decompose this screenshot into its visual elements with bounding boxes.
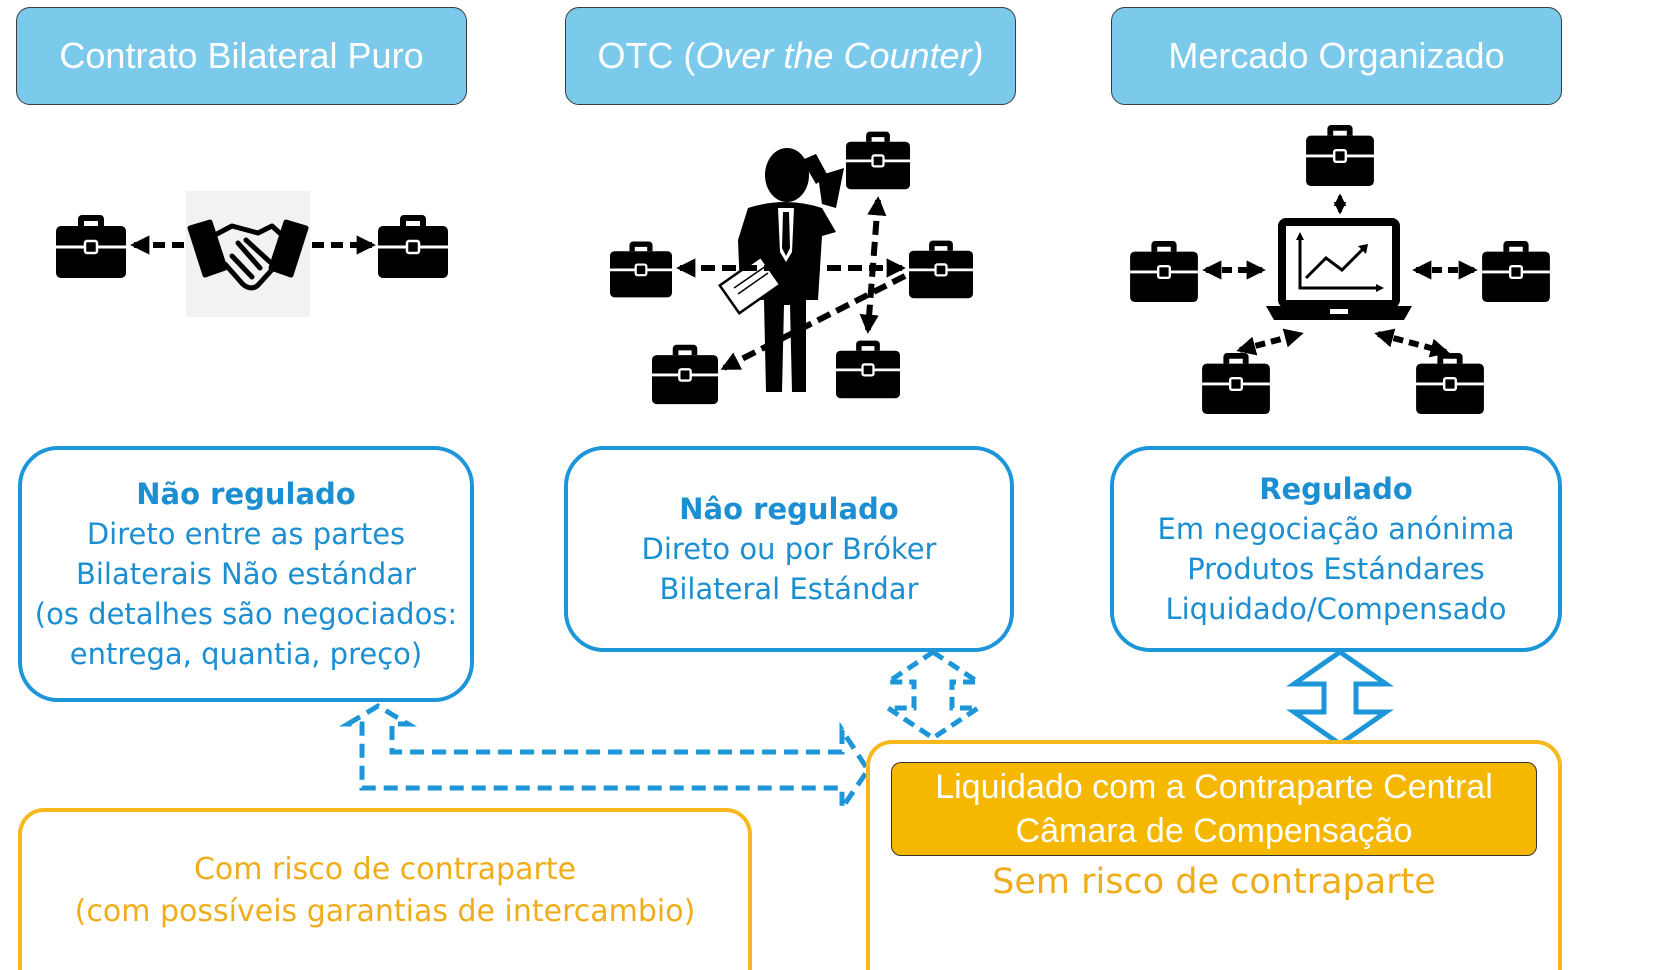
businessman-icon xyxy=(738,148,844,392)
organized-info-line: Em negociação anónima xyxy=(1157,512,1515,546)
clearing-house-line: Liquidado com a Contraparte Central xyxy=(935,768,1493,806)
counterparty-risk-line: (com possíveis garantias de intercambio) xyxy=(74,894,696,929)
arrow-icon xyxy=(720,273,907,371)
arrow-icon xyxy=(1374,328,1450,358)
arrow-icon xyxy=(859,196,887,334)
otc-info-line: Direto ou por Bróker xyxy=(641,532,937,566)
briefcase-icon xyxy=(610,240,672,299)
bilateral-info-box: Não regulado Direto entre as partes Bila… xyxy=(18,446,474,702)
dashed-vertical-double-arrow xyxy=(879,648,987,742)
briefcase-icon xyxy=(378,214,448,278)
header-otc: OTC (Over the Counter) xyxy=(565,7,1016,105)
briefcase-icon xyxy=(1306,124,1374,186)
header-bilateral-label: Contrato Bilateral Puro xyxy=(59,35,424,76)
header-organized-label: Mercado Organizado xyxy=(1168,35,1505,76)
arrow-icon xyxy=(1236,328,1304,356)
laptop-chart-icon xyxy=(1266,218,1412,320)
organized-illustration xyxy=(1130,124,1550,414)
organized-info-title: Regulado xyxy=(1259,472,1413,506)
clearing-house-label: Liquidado com a Contraparte Central Câma… xyxy=(891,762,1537,856)
briefcase-icon xyxy=(1416,352,1484,414)
otc-illustration xyxy=(610,130,973,405)
bilateral-info-line: (os detalhes são negociados: xyxy=(34,597,458,631)
otc-info-box: Nâo regulado Direto ou por Bróker Bilate… xyxy=(564,446,1014,652)
header-bilateral: Contrato Bilateral Puro xyxy=(16,7,467,105)
bilateral-illustration xyxy=(56,191,448,317)
briefcase-icon xyxy=(652,343,718,405)
briefcase-icon xyxy=(1130,240,1198,302)
briefcase-icon xyxy=(909,239,973,300)
handshake-icon xyxy=(187,219,309,291)
organized-info-box: Regulado Em negociação anónima Produtos … xyxy=(1110,446,1562,652)
briefcase-icon xyxy=(1482,240,1550,302)
organized-info-line: Produtos Estándares xyxy=(1187,552,1485,586)
otc-info-title: Nâo regulado xyxy=(679,492,899,526)
briefcase-icon xyxy=(846,130,910,191)
organized-info-line: Liquidado/Compensado xyxy=(1165,592,1507,626)
otc-info-line: Bilateral Estándar xyxy=(659,572,919,606)
counterparty-risk-box: Com risco de contraparte (com possíveis … xyxy=(18,808,752,970)
bilateral-info-line: Direto entre as partes xyxy=(86,517,406,551)
clearing-house-line: Câmara de Compensação xyxy=(1015,812,1413,850)
briefcase-icon xyxy=(56,214,126,278)
bilateral-info-title: Não regulado xyxy=(136,477,356,511)
no-counterparty-risk-label: Sem risco de contraparte xyxy=(992,862,1436,902)
solid-vertical-double-arrow xyxy=(1286,648,1394,748)
briefcase-icon xyxy=(1200,352,1272,414)
dashed-connector-arrow xyxy=(338,703,872,817)
bilateral-info-line: Bilaterais Não estándar xyxy=(75,557,417,591)
header-organized: Mercado Organizado xyxy=(1111,7,1562,105)
briefcase-icon xyxy=(836,339,900,400)
header-otc-italic: Over the Counter) xyxy=(695,35,984,76)
header-otc-prefix: OTC ( xyxy=(597,35,696,76)
bilateral-info-line: entrega, quantia, preço) xyxy=(69,637,423,671)
counterparty-risk-line: Com risco de contraparte xyxy=(193,852,577,887)
